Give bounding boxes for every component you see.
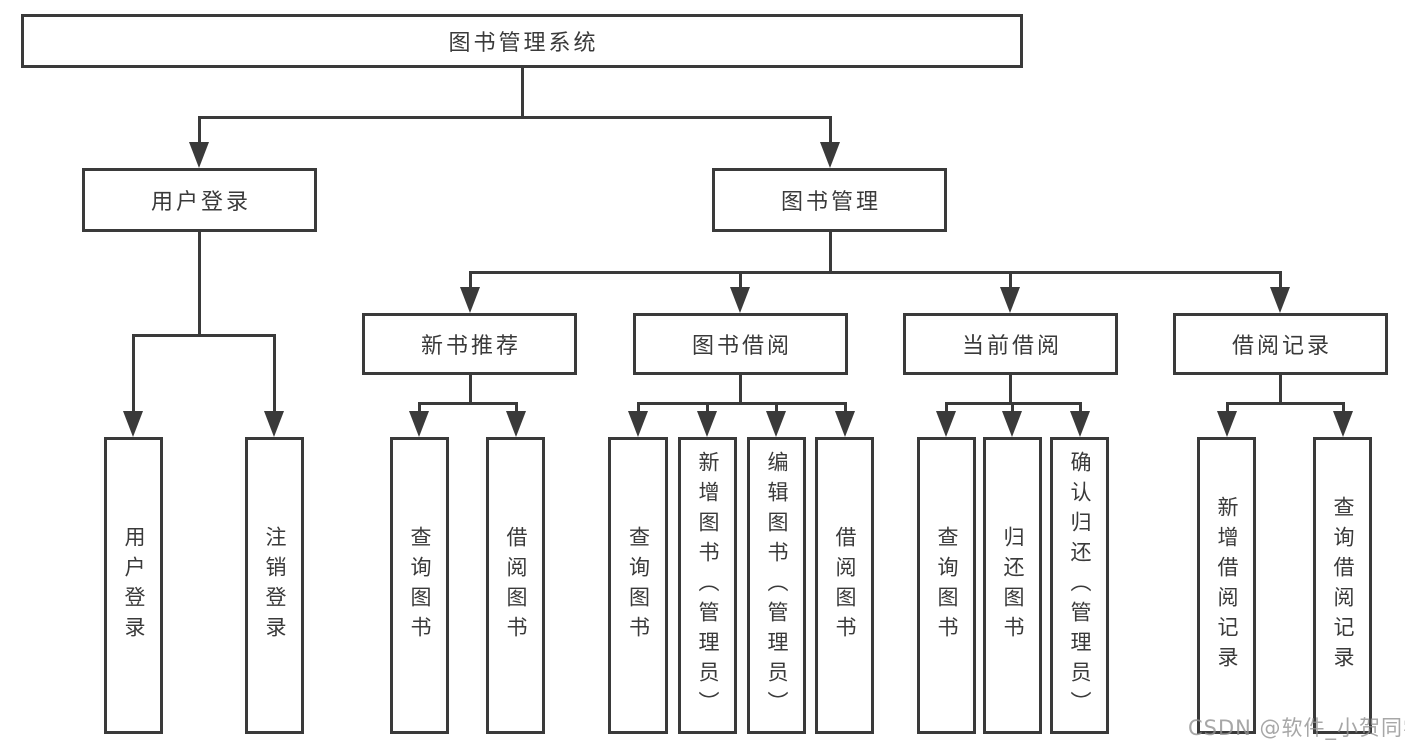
arrowhead-down-icon [766,411,786,437]
arrow-shaft [944,401,948,418]
connector-line [417,401,518,405]
arrowhead-down-icon [1070,411,1090,437]
node-leaf-query-book-rec: 查询图书 [390,437,449,734]
arrow-shaft [131,333,135,418]
connector-line [828,232,832,273]
node-label: 确认归还（管理员） [1068,450,1092,721]
arrowhead-down-icon [1000,287,1020,313]
connector-line [520,68,524,118]
arrow-shaft [1008,270,1012,294]
node-label: 新增图书（管理员） [696,450,720,721]
node-leaf-query-book-borrow: 查询图书 [608,437,668,734]
node-book-borrow: 图书借阅 [633,313,848,375]
connector-line [1225,401,1345,405]
arrow-shaft [843,401,847,418]
arrowhead-down-icon [506,411,526,437]
arrowhead-down-icon [1270,287,1290,313]
node-leaf-query-book-current: 查询图书 [917,437,976,734]
node-label: 图书管理 [780,190,881,215]
node-leaf-user-login: 用户登录 [104,437,163,734]
node-leaf-logout: 注销登录 [245,437,304,734]
arrowhead-down-icon [1217,411,1237,437]
node-label: 查询图书 [408,525,432,646]
node-new-book-rec: 新书推荐 [362,313,577,375]
arrowhead-down-icon [628,411,648,437]
node-label: 查询借阅记录 [1331,495,1355,676]
arrowhead-down-icon [730,287,750,313]
connector-line [1278,375,1282,404]
node-label: 新书推荐 [420,334,521,359]
arrow-shaft [738,270,742,294]
arrow-shaft [1278,270,1282,294]
node-label: 注销登录 [263,525,287,646]
node-current-borrow: 当前借阅 [903,313,1118,375]
connector-line [197,115,832,119]
arrow-shaft [1010,401,1014,418]
node-label: 当前借阅 [961,334,1062,359]
node-leaf-query-borrow-record: 查询借阅记录 [1313,437,1372,734]
node-leaf-borrow-book: 借阅图书 [815,437,874,734]
node-label: 借阅图书 [833,525,857,646]
node-leaf-borrow-book-rec: 借阅图书 [486,437,545,734]
arrow-shaft [705,401,709,418]
node-label: 图书借阅 [691,334,792,359]
connector-line [738,375,742,404]
arrow-shaft [417,401,421,418]
arrow-shaft [1225,401,1229,418]
arrow-shaft [1341,401,1345,418]
arrowhead-down-icon [460,287,480,313]
arrowhead-down-icon [820,142,840,168]
arrow-shaft [197,115,201,149]
node-book-mgmt: 图书管理 [712,168,947,232]
node-leaf-add-book: 新增图书（管理员） [678,437,737,734]
node-label: 用户登录 [150,190,251,215]
arrowhead-down-icon [123,411,143,437]
arrowhead-down-icon [409,411,429,437]
node-label: 借阅图书 [504,525,528,646]
arrow-shaft [514,401,518,418]
node-label: 借阅记录 [1231,334,1332,359]
connector-line [197,232,201,336]
connector-line [468,375,472,404]
connector-line [1008,375,1012,404]
node-label: 用户登录 [122,525,146,646]
arrowhead-down-icon [697,411,717,437]
arrow-shaft [636,401,640,418]
connector-line [131,333,276,337]
arrowhead-down-icon [1002,411,1022,437]
node-label: 编辑图书（管理员） [765,450,789,721]
arrow-shaft [272,333,276,418]
node-borrow-records: 借阅记录 [1173,313,1388,375]
node-root: 图书管理系统 [21,14,1023,68]
arrowhead-down-icon [264,411,284,437]
csdn-watermark: CSDN @软件_小贺同学 [1188,716,1405,740]
node-leaf-return-book: 归还图书 [983,437,1042,734]
node-label: 查询图书 [626,525,651,646]
node-leaf-edit-book: 编辑图书（管理员） [747,437,806,734]
arrow-shaft [828,115,832,149]
node-label: 查询图书 [935,525,959,646]
arrow-shaft [774,401,778,418]
arrow-shaft [1078,401,1082,418]
node-label: 新增借阅记录 [1215,495,1239,676]
arrowhead-down-icon [1333,411,1353,437]
arrow-shaft [468,270,472,294]
node-label: 图书管理系统 [448,31,599,56]
arrowhead-down-icon [835,411,855,437]
node-label: 归还图书 [1001,525,1025,646]
node-leaf-confirm-return: 确认归还（管理员） [1050,437,1109,734]
connector-line [468,270,1282,274]
arrowhead-down-icon [189,142,209,168]
node-user-login: 用户登录 [82,168,317,232]
connector-line [636,401,847,405]
arrowhead-down-icon [936,411,956,437]
node-leaf-add-borrow-record: 新增借阅记录 [1197,437,1256,734]
